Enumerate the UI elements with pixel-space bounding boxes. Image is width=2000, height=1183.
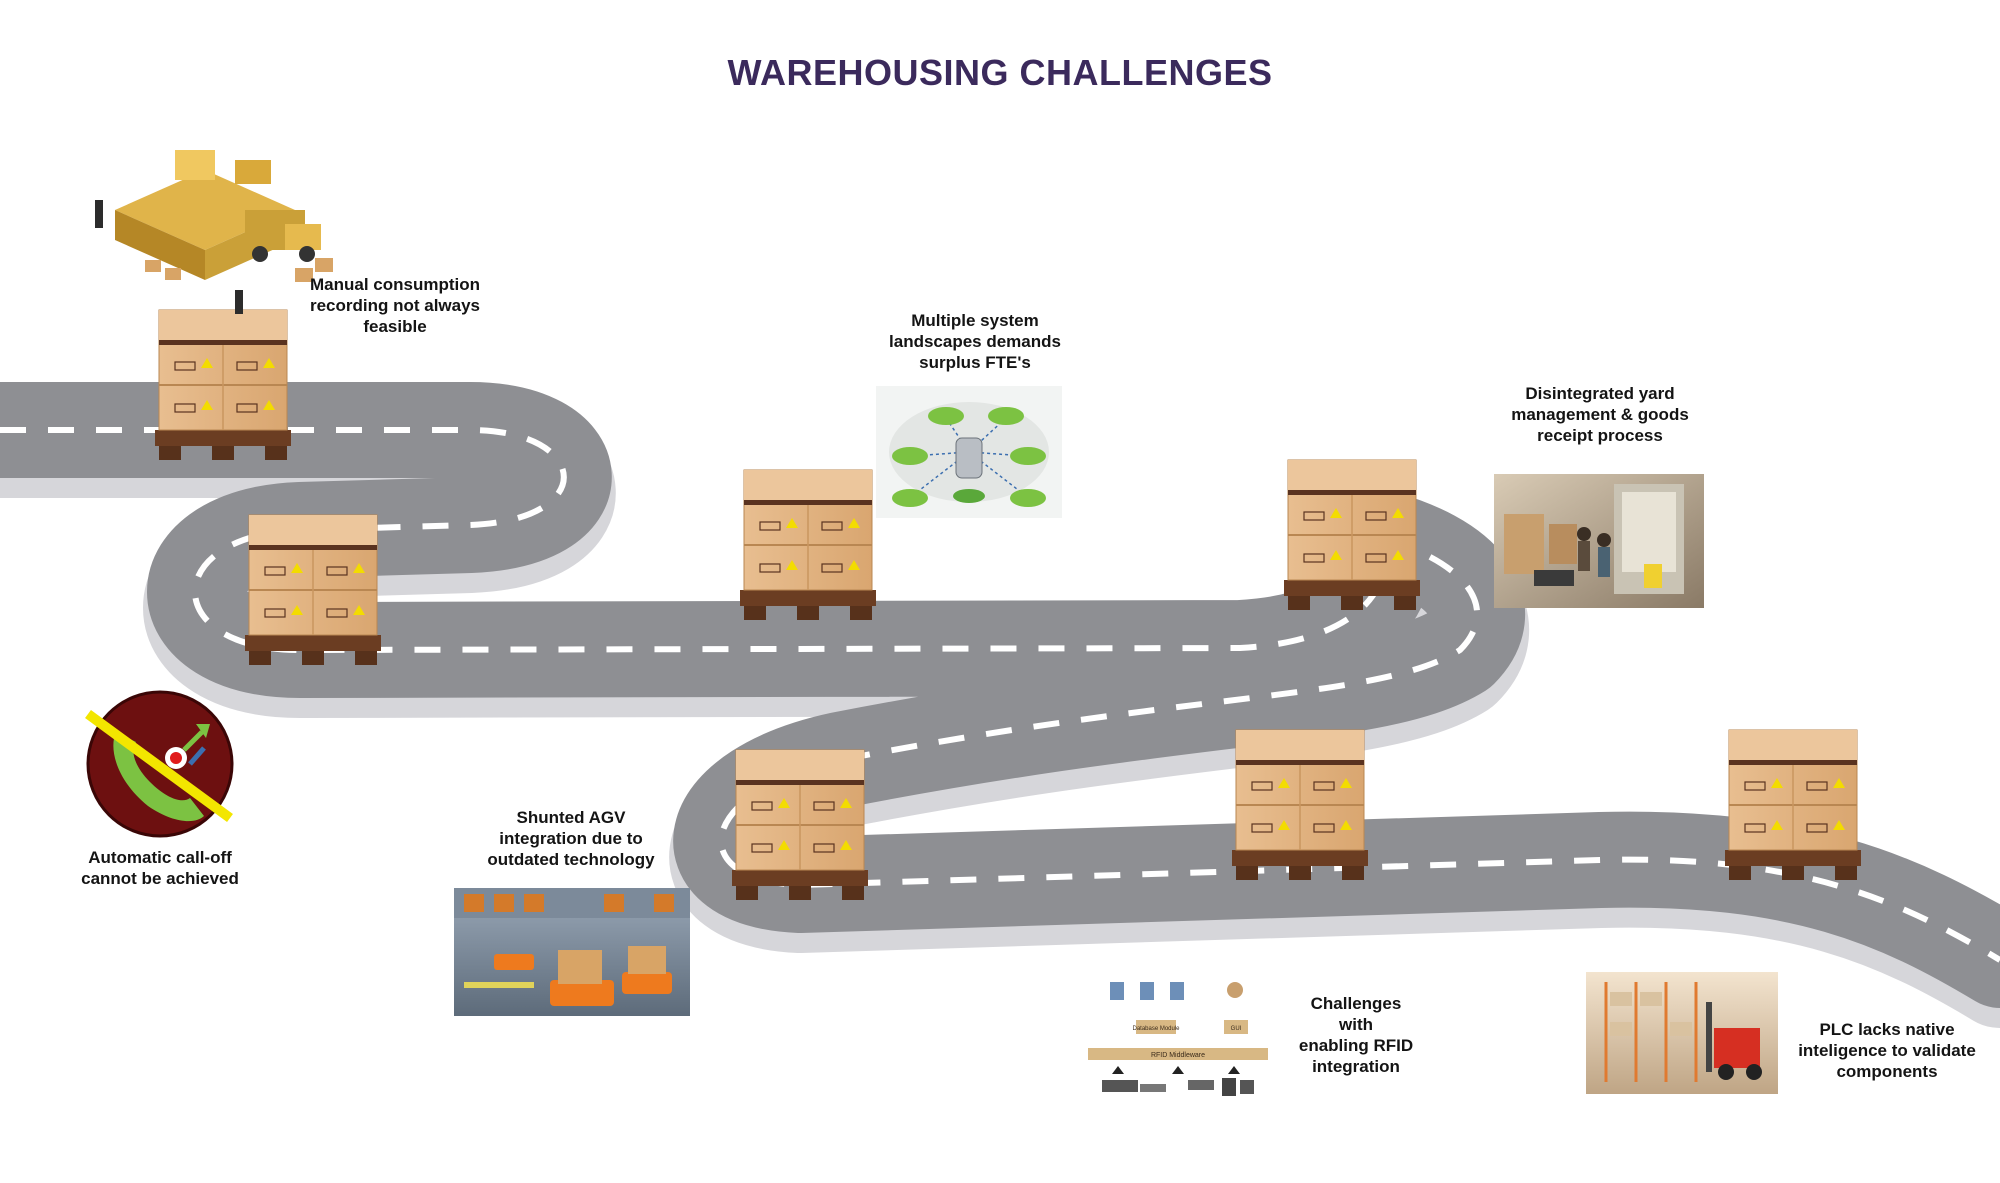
rfid-left-module-label: Database Module bbox=[1132, 1026, 1180, 1032]
crate-6 bbox=[1231, 729, 1369, 881]
crossed-phone-icon bbox=[85, 690, 234, 838]
challenge-multiple-systems: Multiple system landscapes demands surpl… bbox=[889, 311, 1061, 372]
challenge-automatic-call-off: Automatic call-off cannot be achieved bbox=[81, 848, 239, 888]
warehouse-dock-photo-icon bbox=[1494, 474, 1704, 608]
challenge-rfid-integration: Challenges with enabling RFID integratio… bbox=[1298, 994, 1414, 1076]
page-title: WAREHOUSING CHALLENGES bbox=[727, 52, 1273, 93]
agv-robots-photo-icon bbox=[454, 888, 690, 1016]
challenge-yard-management: Disintegrated yard management & goods re… bbox=[1511, 384, 1689, 445]
rfid-middleware-label: RFID Middleware bbox=[1151, 1052, 1205, 1059]
crate-4 bbox=[1283, 459, 1421, 611]
rfid-right-module-label: GUI bbox=[1231, 1026, 1242, 1032]
challenge-manual-consumption: Manual consumption recording not always … bbox=[309, 275, 481, 336]
forklift-warehouse-photo-icon bbox=[1586, 972, 1778, 1094]
crate-1 bbox=[154, 309, 292, 461]
crate-2 bbox=[244, 514, 382, 666]
crate-5 bbox=[731, 749, 869, 901]
rfid-architecture-diagram-icon: Database Module GUI RFID Middleware bbox=[1088, 982, 1268, 1096]
challenge-plc-validation: PLC lacks native inteligence to validate… bbox=[1798, 1020, 1976, 1081]
factory-illustration-icon bbox=[95, 150, 333, 314]
challenge-agv-integration: Shunted AGV integration due to outdated … bbox=[487, 808, 655, 869]
crate-3 bbox=[739, 469, 877, 621]
system-landscape-diagram-icon bbox=[876, 386, 1062, 518]
crate-7 bbox=[1724, 729, 1862, 881]
